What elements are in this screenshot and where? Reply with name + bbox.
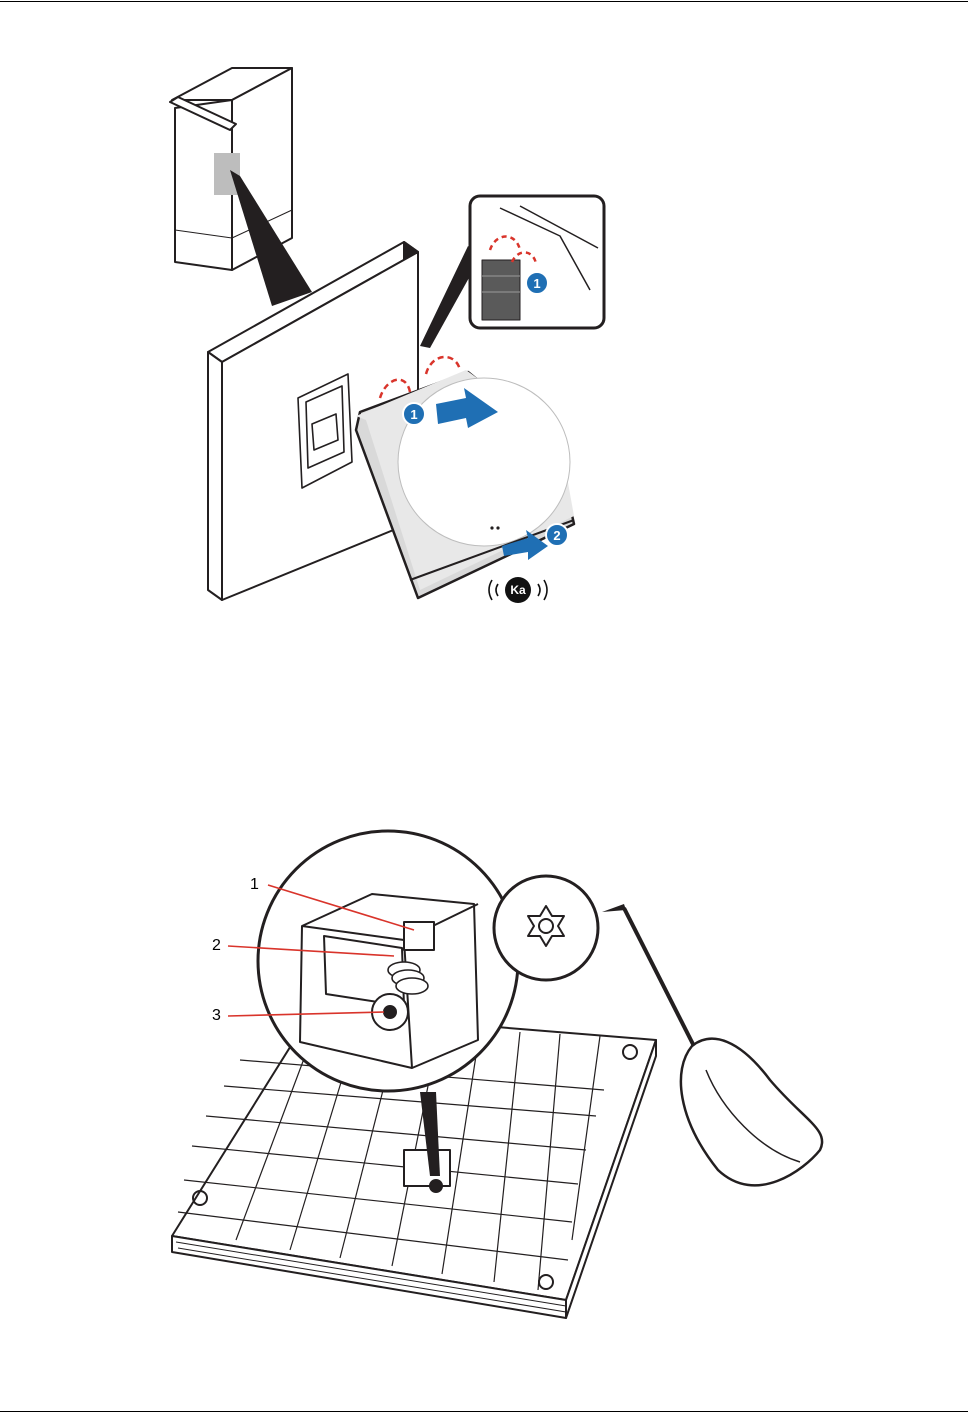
hook-arrow-right [426,357,460,374]
callout-2: 2 [212,937,221,954]
magnified-detail [258,831,518,1091]
svg-text:1: 1 [410,407,417,422]
detail-badge-1: 1 [526,272,548,294]
footer-rule [0,1411,968,1412]
wall-mount-installation-figure: 1 2 1 Ka [0,0,968,640]
svg-text:1: 1 [533,276,540,291]
ap-base-housing [172,1012,656,1318]
callout-1: 1 [250,876,259,893]
step-badge-2: 2 [546,524,568,546]
click-sound-badge: Ka [489,577,547,603]
callout-leaders [228,885,414,1016]
zoom-pointer-2 [420,1092,440,1176]
screwdriver-icon [602,904,822,1185]
step-badge-1: 1 [403,403,425,425]
callout-3: 3 [212,1007,221,1024]
svg-text:2: 2 [553,528,560,543]
torx-screw-head-icon [494,876,598,980]
svg-text:Ka: Ka [510,583,526,597]
detail-inset [470,196,604,328]
